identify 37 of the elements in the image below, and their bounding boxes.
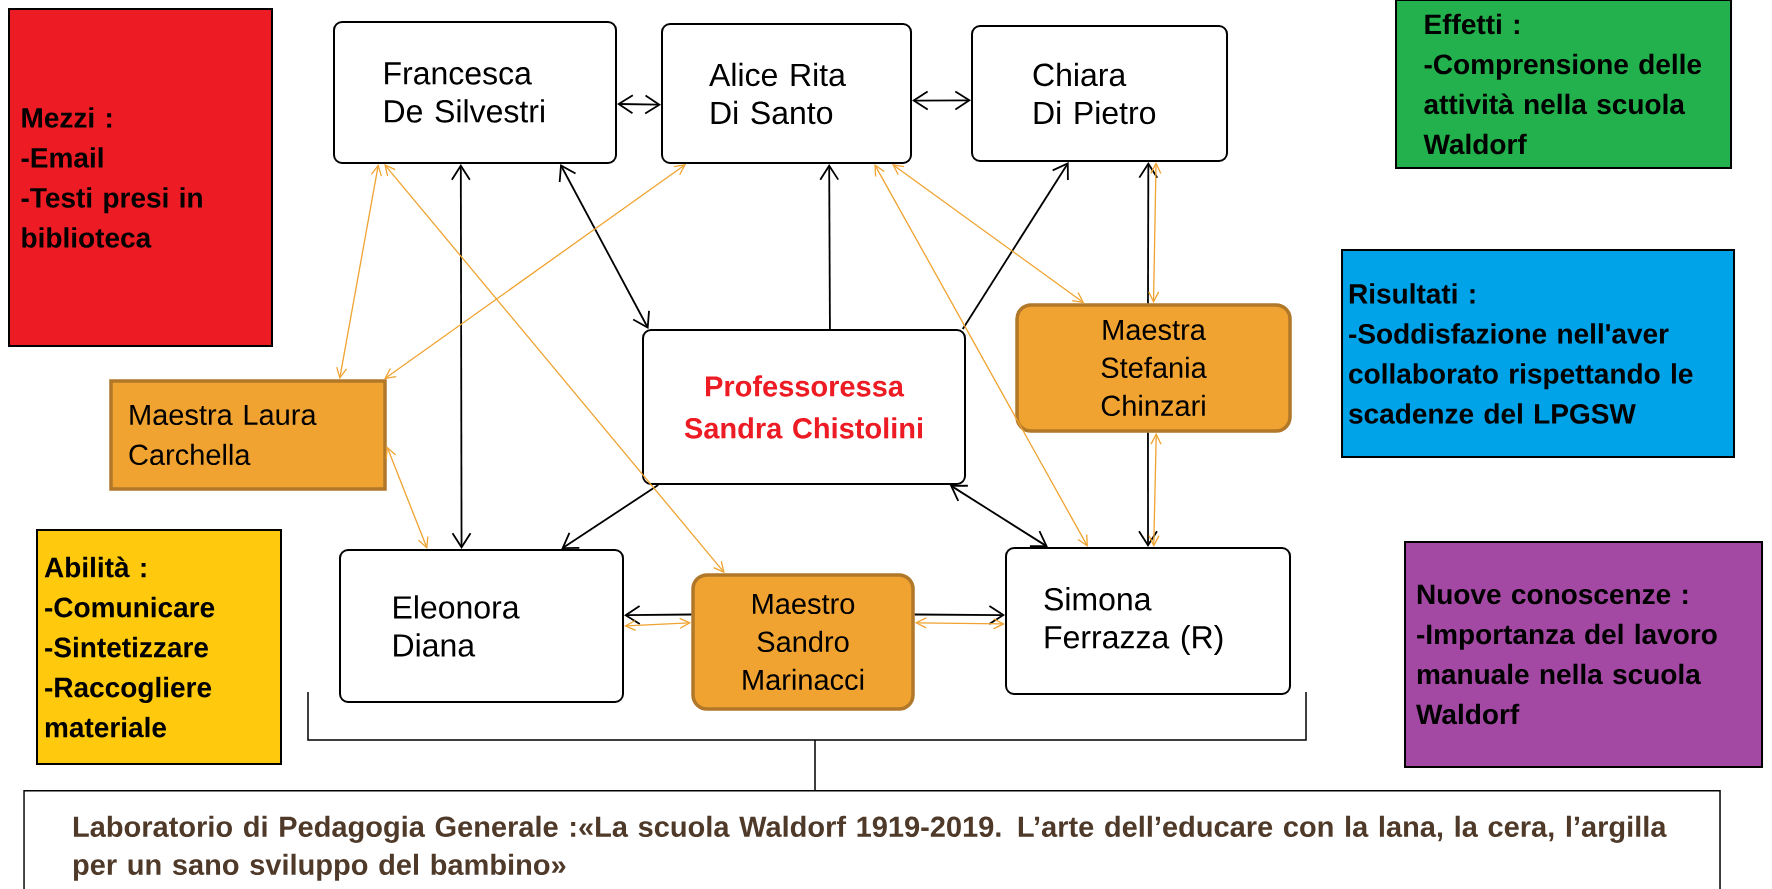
person-box: Alice Rita Di Santo xyxy=(661,23,912,164)
arrow xyxy=(874,164,1088,547)
info-box: Effetti : -Comprensione delle attività nella scuola Waldorf xyxy=(1395,0,1732,169)
arrow xyxy=(1138,162,1159,305)
person-box: Eleonora Diana xyxy=(339,549,624,703)
arrow xyxy=(912,90,971,111)
arrow xyxy=(385,446,429,549)
arrow xyxy=(336,164,382,380)
arrow xyxy=(450,164,472,549)
arrow xyxy=(384,164,687,380)
person-box: Chiara Di Pietro xyxy=(971,25,1228,162)
professor-box: Professoressa Sandra Chistolini xyxy=(642,329,966,485)
info-box: Abilità : -Comunicare -Sintetizzare -Raccogliere materiale xyxy=(36,529,282,765)
info-box: Mezzi : -Email -Testi presi in biblioteca xyxy=(8,8,273,347)
info-box: Risultati : -Soddisfazione nell'aver collaborato rispettando le scadenze del LPGSW xyxy=(1341,249,1735,458)
arrow xyxy=(1138,431,1158,547)
arrow xyxy=(891,164,1085,304)
teacher-box: Maestra Stefania Chinzari xyxy=(1015,303,1292,433)
info-box: Nuove conoscenze : -Importanza del lavoro manuale nella scuola Waldorf xyxy=(1404,541,1763,768)
arrow xyxy=(561,484,660,549)
arrow xyxy=(819,164,840,330)
arrow xyxy=(949,484,1048,548)
arrow xyxy=(914,617,1005,630)
teacher-box: Maestra Laura Carchella xyxy=(109,379,387,491)
person-box: Francesca De Silvestri xyxy=(333,21,617,164)
arrow xyxy=(624,605,693,625)
arrow xyxy=(1148,432,1162,547)
teacher-box: Maestro Sandro Marinacci xyxy=(691,573,915,711)
arrow xyxy=(961,162,1069,330)
arrow xyxy=(624,617,692,632)
arrow xyxy=(617,94,661,115)
title-box: Laboratorio di Pedagogia Generale :«La scuola Waldorf 1919-2019. L’arte dell’educare con la lana, la cera, l’argilla per un sano sviluppo del bambino» xyxy=(23,790,1721,889)
arrow xyxy=(558,164,650,329)
arrow xyxy=(1148,162,1162,304)
person-box: Simona Ferrazza (R) xyxy=(1005,547,1291,695)
arrow xyxy=(384,164,725,574)
arrow xyxy=(913,605,1005,625)
